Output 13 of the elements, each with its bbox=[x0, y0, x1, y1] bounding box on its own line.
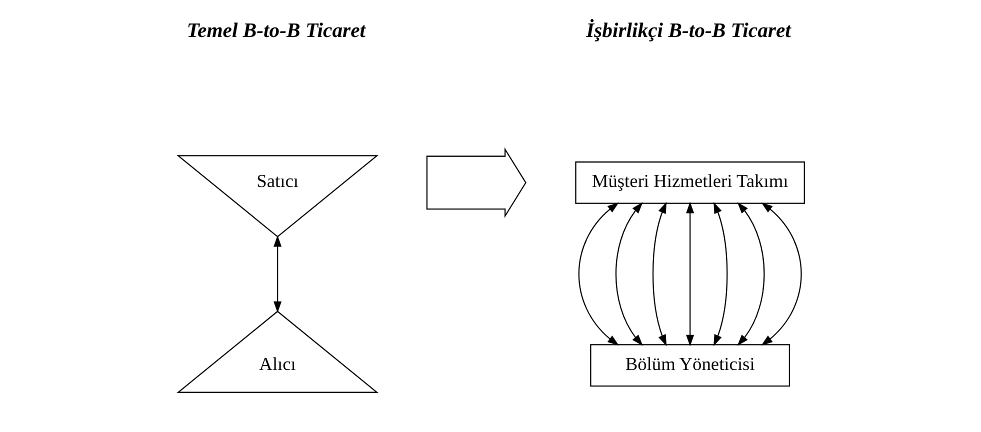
arrow bbox=[686, 202, 694, 346]
arrow bbox=[713, 202, 728, 346]
arrow bbox=[614, 202, 642, 346]
node-box: Bölüm Yöneticisi bbox=[590, 344, 790, 387]
arrow bbox=[652, 202, 666, 346]
arrow bbox=[578, 202, 618, 346]
node-arrow bbox=[426, 147, 526, 218]
label: Temel B-to-B Ticaret bbox=[186, 20, 366, 42]
node-box: Müşteri Hizmetleri Takımı bbox=[574, 161, 804, 204]
label: İşbirlikçi B-to-B Ticaret bbox=[586, 20, 790, 42]
arrow bbox=[273, 235, 282, 313]
arrow bbox=[760, 202, 802, 346]
arrow bbox=[736, 202, 764, 346]
